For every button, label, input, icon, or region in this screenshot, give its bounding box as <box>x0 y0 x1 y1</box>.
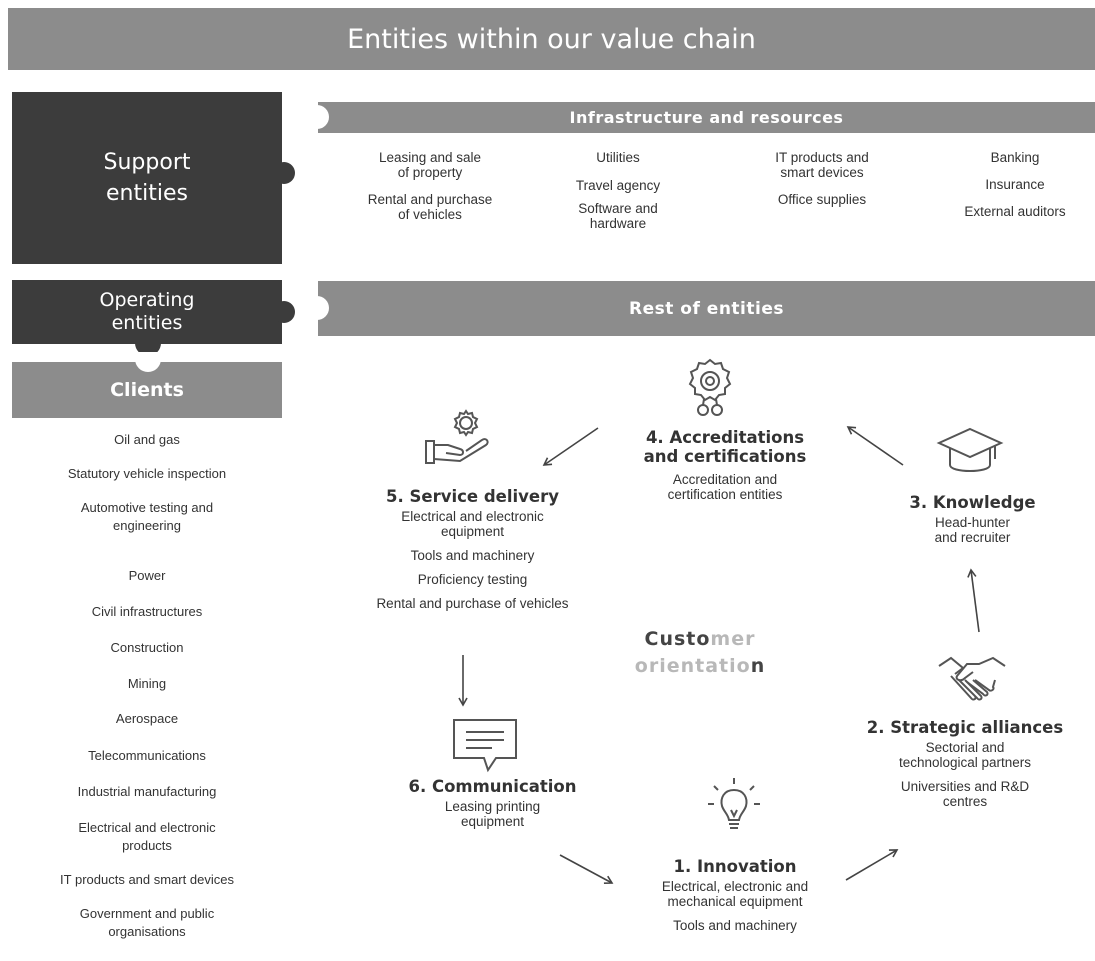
arrow-1-to-2 <box>845 849 899 881</box>
support-connector-notch <box>273 162 295 184</box>
step-3-title: 3. Knowledge <box>909 493 1036 512</box>
client-item: Mining <box>127 676 167 691</box>
step-1-block: 1. Innovation Electrical, electronic and… <box>620 857 850 933</box>
client-item: Industrial manufacturing <box>77 784 217 799</box>
customer-orientation-center: Customer orientation <box>600 626 800 680</box>
infra-column-4: Banking Insurance External auditors <box>940 150 1090 219</box>
infra-item: Banking <box>990 150 1040 165</box>
center-line2: orientatio <box>634 655 751 677</box>
step-4-block: 4. Accreditations and certifications Acc… <box>610 428 840 502</box>
step-5-block: 5. Service delivery Electrical and elect… <box>340 487 605 611</box>
clients-top-notch <box>135 352 161 372</box>
infra-item: Utilities <box>596 150 640 165</box>
step-1-text: Tools and machinery <box>673 918 797 933</box>
step-1-title: 1. Innovation <box>673 857 797 876</box>
step-1-text: Electrical, electronic and <box>661 879 809 894</box>
client-item: Statutory vehicle inspection <box>67 466 227 481</box>
step-5-title: 5. Service delivery <box>386 487 559 506</box>
step-6-title: 6. Communication <box>408 777 577 796</box>
step-4-title-line1: 4. Accreditations <box>645 428 805 447</box>
hand-gear-icon <box>425 409 489 464</box>
operating-entities-label: Operating entities <box>12 280 282 344</box>
graduation-cap-icon <box>936 427 1004 472</box>
step-5-text: Proficiency testing <box>417 572 528 587</box>
operating-bottom-notch <box>135 330 161 356</box>
infra-item: Rental and purchase <box>367 192 493 207</box>
step-2-text: technological partners <box>898 755 1032 770</box>
infra-item: hardware <box>589 216 647 231</box>
step-2-text: Universities and R&D <box>900 779 1030 794</box>
step-2-title: 2. Strategic alliances <box>866 718 1064 737</box>
step-6-text: Leasing printing <box>444 799 541 814</box>
client-item: Government and public <box>79 906 215 921</box>
step-4-text: certification entities <box>667 487 783 502</box>
step-5-text: Rental and purchase of vehicles <box>376 596 569 611</box>
step-4-text: Accreditation and <box>672 472 778 487</box>
step-2-block: 2. Strategic alliances Sectorial and tec… <box>840 718 1090 809</box>
infrastructure-bar: Infrastructure and resources <box>318 102 1095 133</box>
lightbulb-icon <box>708 778 760 829</box>
infra-item: of property <box>397 165 463 180</box>
step-3-text: Head-hunter <box>934 515 1011 530</box>
center-line1-faded: mer <box>710 628 756 650</box>
award-rosette-icon <box>688 358 732 416</box>
chat-message-icon <box>453 719 517 773</box>
support-label-line1: Support <box>103 150 191 175</box>
infra-item: Insurance <box>985 177 1045 192</box>
arrow-2-to-3 <box>967 568 980 633</box>
infra-item: External auditors <box>964 204 1066 219</box>
infra-item: of vehicles <box>398 207 462 222</box>
infrastructure-bar-notch <box>305 105 329 129</box>
operating-label-line1: Operating <box>99 289 195 311</box>
center-line2-end: n <box>750 655 766 677</box>
center-line1: Custo <box>644 628 711 650</box>
page-title: Entities within our value chain <box>8 8 1095 70</box>
client-item: Power <box>128 568 166 583</box>
infra-column-1: Leasing and sale of property Rental and … <box>350 150 510 222</box>
support-entities-label: Support entities <box>12 92 282 264</box>
infra-item: Leasing and sale <box>378 150 482 165</box>
client-item: engineering <box>113 518 181 533</box>
infra-item: IT products and <box>775 150 869 165</box>
client-item: Telecommunications <box>88 748 206 763</box>
rest-bar-notch <box>305 296 329 320</box>
step-5-text: Electrical and electronic <box>401 509 544 524</box>
client-item: Civil infrastructures <box>91 604 203 619</box>
support-label-line2: entities <box>106 181 188 206</box>
rest-of-entities-bar: Rest of entities <box>318 281 1095 336</box>
client-item: products <box>122 838 172 853</box>
client-item: Oil and gas <box>114 432 180 447</box>
infra-item: smart devices <box>780 165 864 180</box>
client-item: Electrical and electronic <box>78 820 216 835</box>
handshake-icon <box>938 656 1006 701</box>
step-6-text: equipment <box>460 814 525 829</box>
step-3-block: 3. Knowledge Head-hunter and recruiter <box>880 493 1065 545</box>
infra-column-3: IT products and smart devices Office sup… <box>742 150 902 207</box>
arrow-3-to-4 <box>846 426 904 466</box>
arrow-4-to-5 <box>542 427 599 466</box>
step-5-text: Tools and machinery <box>410 548 535 563</box>
client-item: Automotive testing and <box>80 500 214 515</box>
step-2-text: Sectorial and <box>925 740 1005 755</box>
client-item: organisations <box>108 924 186 939</box>
arrow-6-to-1 <box>559 854 614 885</box>
step-4-title-line2: and certifications <box>643 447 807 466</box>
client-item: Construction <box>110 640 184 655</box>
client-item: IT products and smart devices <box>60 872 234 887</box>
infra-item: Travel agency <box>575 178 661 193</box>
infra-column-2: Utilities Travel agency Software and har… <box>548 150 688 231</box>
step-6-block: 6. Communication Leasing printing equipm… <box>380 777 605 829</box>
step-2-text: centres <box>942 794 988 809</box>
step-3-text: and recruiter <box>934 530 1011 545</box>
step-5-text: equipment <box>440 524 505 539</box>
client-item: Aerospace <box>115 711 179 726</box>
operating-connector-notch <box>273 301 295 323</box>
infra-item: Software and <box>578 201 658 216</box>
step-1-text: mechanical equipment <box>667 894 803 909</box>
operating-label-line2: entities <box>111 312 183 334</box>
infra-item: Office supplies <box>777 192 867 207</box>
